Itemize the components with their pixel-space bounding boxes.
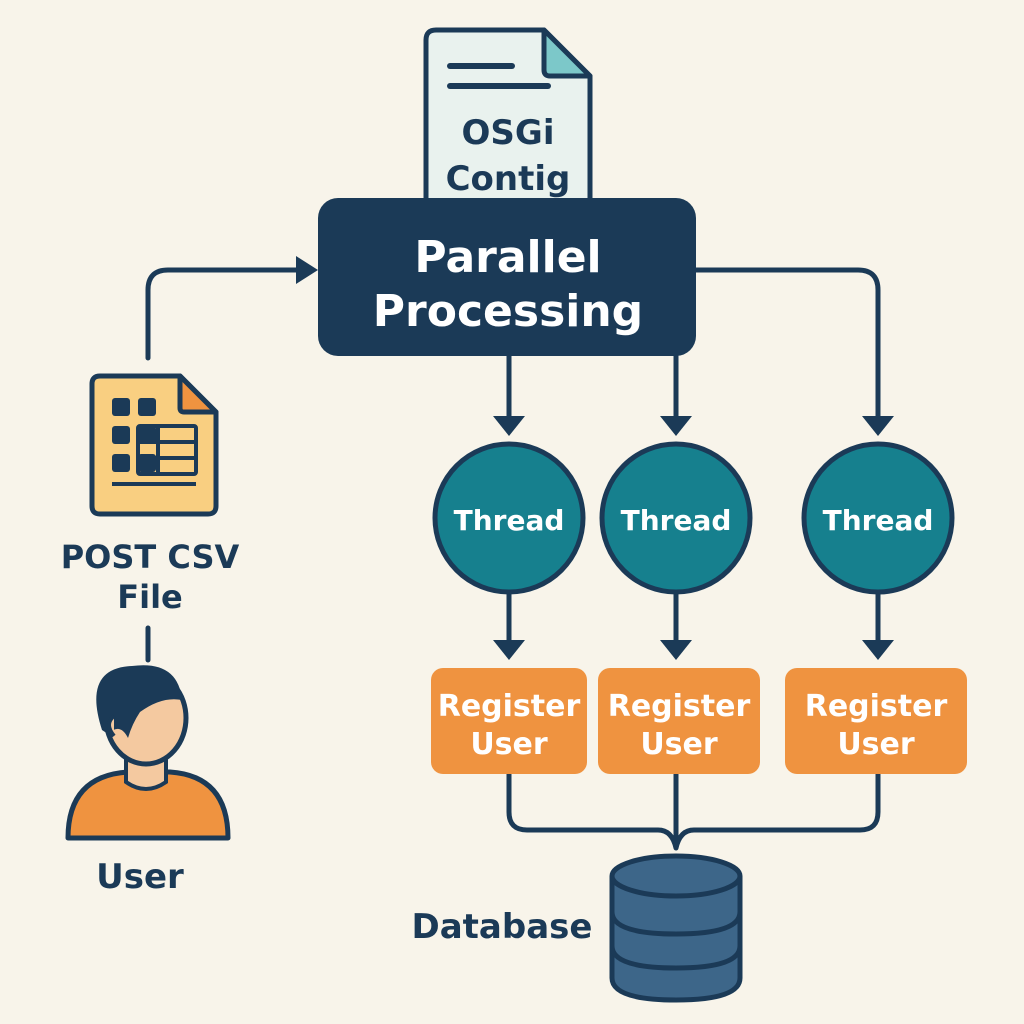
db-band-2	[609, 945, 743, 971]
csv-doc-fold	[177, 373, 219, 415]
thread-circle-3	[801, 441, 955, 595]
db-top	[609, 853, 743, 899]
thread-circle-2	[599, 441, 753, 595]
connector-csv-to-processor	[145, 267, 303, 361]
csv-label-line2: File	[117, 578, 183, 616]
csv-rows	[112, 424, 198, 486]
connector-processor-to-thread-3	[693, 267, 881, 423]
csv-file-icon	[89, 373, 219, 517]
user-hair	[96, 665, 182, 738]
task-label-1-line1: Register	[438, 689, 581, 724]
arrowhead-thread-2	[660, 416, 692, 436]
task-label-3-line1: Register	[805, 689, 948, 724]
task-rect-3	[785, 668, 967, 774]
config-doc-title-line2: Contig	[446, 159, 571, 199]
arrowhead-task-2	[660, 640, 692, 660]
processor-rect	[318, 198, 696, 356]
db-band-1	[609, 911, 743, 937]
database-icon	[609, 853, 743, 1003]
connector-tasks-to-database	[506, 771, 881, 851]
parallel-processing-box: Parallel Processing	[318, 198, 696, 356]
thread-label-3: Thread	[823, 504, 934, 537]
task-rect-1	[431, 668, 587, 774]
task-box-1: Register User	[431, 668, 587, 774]
thread-label-2: Thread	[621, 504, 732, 537]
config-doc-title-line1: OSGi	[462, 113, 555, 153]
task-box-3: Register User	[785, 668, 967, 774]
user-body	[65, 769, 231, 841]
csv-grid	[112, 398, 156, 472]
config-doc-fold	[541, 27, 593, 79]
thread-node-1: Thread	[432, 441, 586, 595]
connectors	[145, 256, 881, 851]
arrowhead-task-1	[493, 640, 525, 660]
csv-label-line1: POST CSV	[61, 538, 240, 576]
arrowhead-thread-3	[862, 416, 894, 436]
task-label-2-line1: Register	[608, 689, 751, 724]
task-label-3-line2: User	[837, 727, 915, 762]
user-ear	[107, 714, 116, 738]
task-label-2-line2: User	[640, 727, 718, 762]
task-box-2: Register User	[598, 668, 760, 774]
config-file-icon: OSGi Contig	[423, 27, 593, 217]
database-label: Database	[412, 907, 593, 947]
thread-circle-1	[432, 441, 586, 595]
arrowhead-thread-1	[493, 416, 525, 436]
user-icon	[65, 665, 231, 841]
arrowhead-task-3	[862, 640, 894, 660]
db-cylinder	[609, 876, 743, 1003]
processor-label-line1: Parallel	[414, 232, 601, 283]
processor-label-line2: Processing	[373, 286, 643, 337]
task-rect-2	[598, 668, 760, 774]
user-label: User	[96, 857, 184, 897]
thread-node-2: Thread	[599, 441, 753, 595]
thread-node-3: Thread	[801, 441, 955, 595]
thread-label-1: Thread	[454, 504, 565, 537]
arrowheads	[493, 416, 894, 660]
task-label-1-line2: User	[470, 727, 548, 762]
arrowhead-processor	[296, 256, 318, 284]
